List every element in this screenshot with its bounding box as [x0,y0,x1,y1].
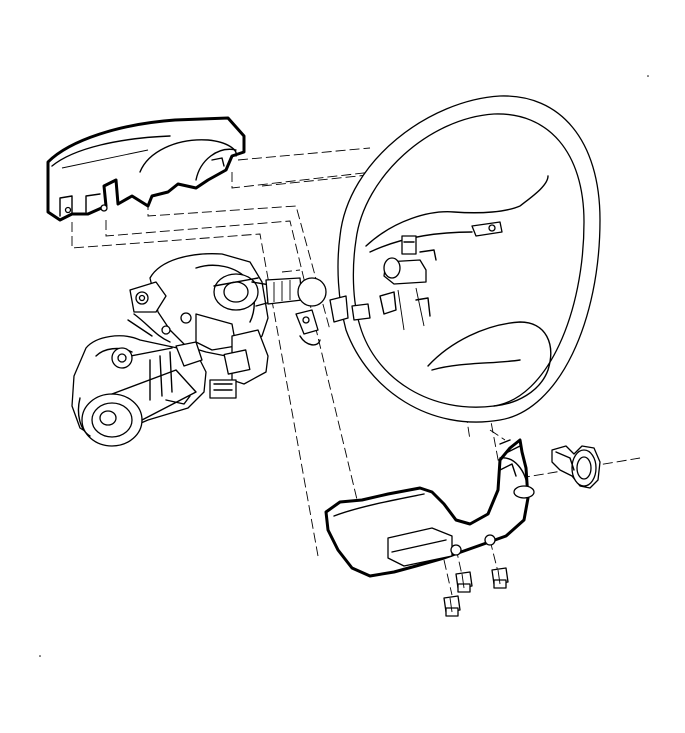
screw-1 [455,571,473,593]
tilt-lever-knob [551,445,601,489]
cover-screws [443,567,509,617]
upper-column-cover [46,116,246,222]
steering-wheel [337,95,601,423]
lower-column-cover [324,438,535,578]
screw-2 [491,567,509,589]
steering-column-assembly [127,253,371,399]
tilt-motor [71,335,207,447]
screw-3 [443,595,461,617]
